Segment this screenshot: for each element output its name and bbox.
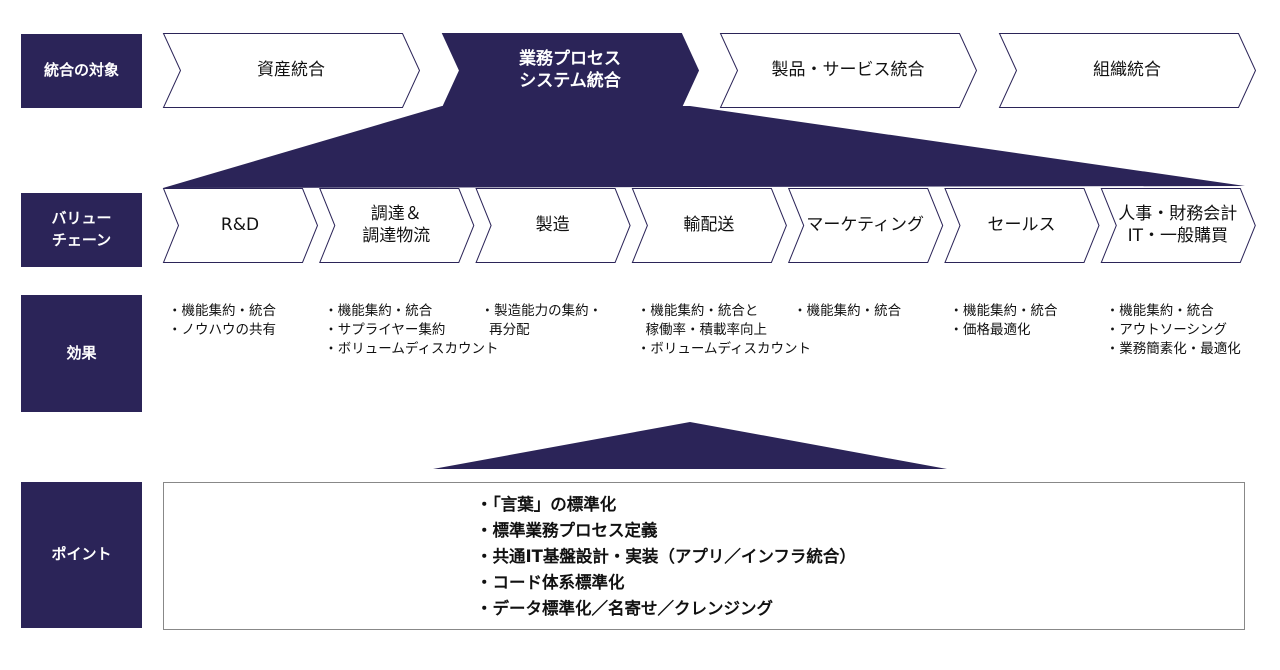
value-chain-chevron bbox=[319, 188, 475, 263]
effect-list: ・機能集約・統合・価格最適化 bbox=[950, 302, 1058, 340]
effect-list: ・機能集約・統合・アウトソーシング・業務簡素化・最適化 bbox=[1106, 302, 1241, 359]
row-label-point: ポイント bbox=[21, 482, 142, 628]
effect-item: ・アウトソーシング bbox=[1105, 322, 1228, 338]
effect-item: ・機能集約・統合 bbox=[949, 303, 1058, 319]
value-chain-chevron bbox=[162, 188, 319, 263]
point-item: ・「言葉」の標準化 bbox=[476, 495, 617, 514]
target-chevron bbox=[162, 33, 421, 108]
effect-list: ・製造能力の集約・ 再分配 bbox=[481, 302, 603, 340]
effect-item: ・機能集約・統合 bbox=[793, 303, 902, 319]
points-box bbox=[163, 482, 1245, 630]
row-label-value-chain: バリュー チェーン bbox=[21, 193, 142, 267]
row-label-effect: 効果 bbox=[21, 295, 142, 412]
effect-list: ・機能集約・統合・サプライヤー集約・ボリュームディスカウント bbox=[324, 302, 498, 359]
value-chain-label[interactable]: 調達＆ 調達物流 bbox=[362, 203, 431, 246]
value-chain-chevron bbox=[787, 188, 944, 263]
point-item: ・データ標準化／名寄せ／クレンジング bbox=[476, 599, 773, 618]
points-list: ・「言葉」の標準化・標準業務プロセス定義・共通IT基盤設計・実装（アプリ／インフ… bbox=[476, 492, 856, 622]
value-chain-chevron bbox=[1100, 188, 1256, 263]
effect-item: ・業務簡素化・最適化 bbox=[1105, 341, 1241, 357]
expansion-trapezoid bbox=[163, 106, 1245, 188]
effect-list: ・機能集約・統合 bbox=[793, 302, 901, 321]
value-chain-label[interactable]: R&D bbox=[220, 214, 260, 235]
value-chain-label[interactable]: マーケティング bbox=[806, 214, 924, 235]
target-chevron-label[interactable]: 資産統合 bbox=[257, 59, 325, 80]
value-chain-chevron bbox=[631, 188, 787, 263]
target-chevron bbox=[998, 33, 1257, 108]
effect-list: ・機能集約・統合と 稼働率・積載率向上・ボリュームディスカウント bbox=[637, 302, 811, 359]
effect-item: 再分配 bbox=[480, 322, 530, 338]
effect-item: ・サプライヤー集約 bbox=[324, 322, 446, 338]
effect-item: ・機能集約・統合 bbox=[1105, 303, 1214, 319]
points-triangle bbox=[433, 422, 947, 469]
point-item: ・共通IT基盤設計・実装（アプリ／インフラ統合） bbox=[476, 547, 856, 566]
effect-item: ・ボリュームディスカウント bbox=[636, 341, 812, 357]
effect-item: ・ボリュームディスカウント bbox=[324, 341, 499, 357]
value-chain-label[interactable]: 製造 bbox=[535, 214, 570, 235]
value-chain-label[interactable]: 輸配送 bbox=[683, 214, 735, 235]
target-chevron bbox=[441, 33, 700, 108]
effect-item: ・価格最適化 bbox=[949, 322, 1031, 338]
point-item: ・コード体系標準化 bbox=[476, 573, 625, 592]
effect-item: ・機能集約・統合 bbox=[168, 303, 276, 319]
value-chain-chevron bbox=[944, 188, 1100, 263]
effect-item: ・機能集約・統合と bbox=[636, 303, 759, 319]
value-chain-chevron bbox=[475, 188, 631, 263]
effect-list: ・機能集約・統合・ノウハウの共有 bbox=[168, 302, 276, 340]
point-item: ・標準業務プロセス定義 bbox=[476, 521, 658, 540]
value-chain-label[interactable]: 人事・財務会計 IT・一般購買 bbox=[1118, 203, 1238, 246]
target-chevron-label[interactable]: 業務プロセス システム統合 bbox=[519, 48, 621, 91]
target-chevron-label[interactable]: 組織統合 bbox=[1093, 59, 1161, 80]
target-chevron-label[interactable]: 製品・サービス統合 bbox=[771, 59, 925, 80]
value-chain-label[interactable]: セールス bbox=[987, 214, 1056, 235]
effect-item: ・機能集約・統合 bbox=[324, 303, 433, 319]
effect-item: ・製造能力の集約・ bbox=[480, 303, 603, 319]
effect-item: 稼働率・積載率向上 bbox=[636, 322, 767, 338]
effect-item: ・ノウハウの共有 bbox=[168, 322, 276, 338]
row-label-target: 統合の対象 bbox=[21, 34, 142, 108]
target-chevron bbox=[719, 33, 978, 108]
